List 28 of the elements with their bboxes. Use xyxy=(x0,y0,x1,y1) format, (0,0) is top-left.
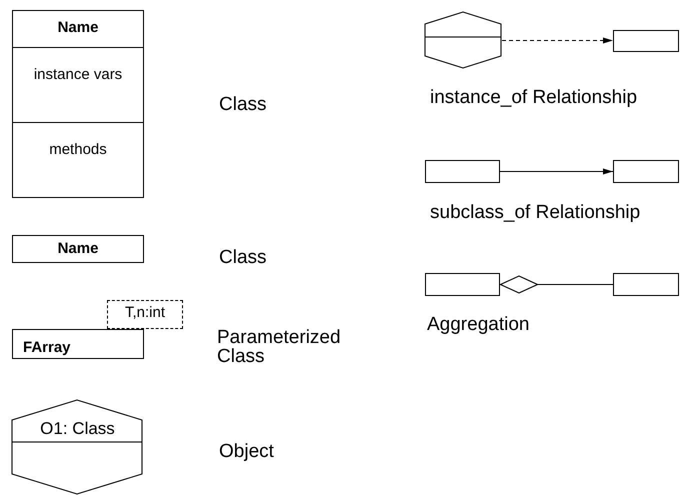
instance-variables: instance vars xyxy=(13,47,143,122)
arrow xyxy=(502,38,614,44)
class-box xyxy=(613,273,679,296)
notation-label: Parameterized Class xyxy=(217,328,342,366)
class-box xyxy=(12,10,144,198)
class-name: Name xyxy=(56,239,100,258)
parameter-box xyxy=(107,300,183,329)
object-name: O1: Class xyxy=(39,419,116,439)
aggregation-line xyxy=(500,276,614,294)
class-box xyxy=(425,160,500,183)
notation-label: instance_of Relationship xyxy=(430,88,638,108)
object-hexagon xyxy=(425,12,502,69)
template-parameters: T,n:int xyxy=(124,303,166,322)
notation-label: subclass_of Relationship xyxy=(430,203,640,223)
arrow xyxy=(500,168,614,174)
notation-label: Object xyxy=(219,442,274,462)
class-box xyxy=(12,235,144,263)
notation-label: Class xyxy=(219,248,267,268)
class-box xyxy=(613,30,679,52)
notation-label: Class xyxy=(219,95,267,115)
notation-label: Aggregation xyxy=(427,315,530,335)
class-box xyxy=(425,273,500,296)
class-name: Name xyxy=(56,18,100,38)
class-box xyxy=(12,329,144,359)
class-box xyxy=(613,160,679,183)
object-hexagon xyxy=(12,400,143,495)
methods-text: methods xyxy=(13,122,143,197)
class-name: FArray xyxy=(22,338,72,357)
